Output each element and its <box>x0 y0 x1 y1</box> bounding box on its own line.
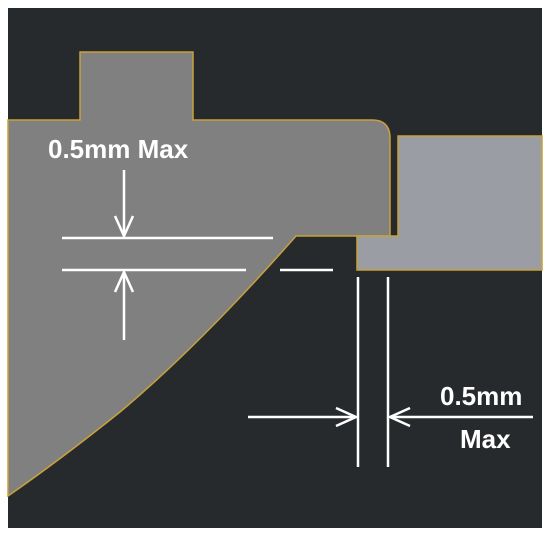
vertical-gap-arrowhead-bottom <box>113 268 135 293</box>
horizontal-gap-arrowhead-right <box>386 406 411 428</box>
horizontal-gap-unit: Max <box>460 424 511 454</box>
right-part <box>356 135 543 271</box>
left-part <box>7 51 391 498</box>
vertical-gap-label: 0.5mm Max <box>48 134 189 164</box>
horizontal-gap-value: 0.5mm <box>440 381 522 411</box>
vertical-gap-arrowhead-top <box>113 215 135 240</box>
horizontal-gap-arrowhead-left <box>335 406 360 428</box>
